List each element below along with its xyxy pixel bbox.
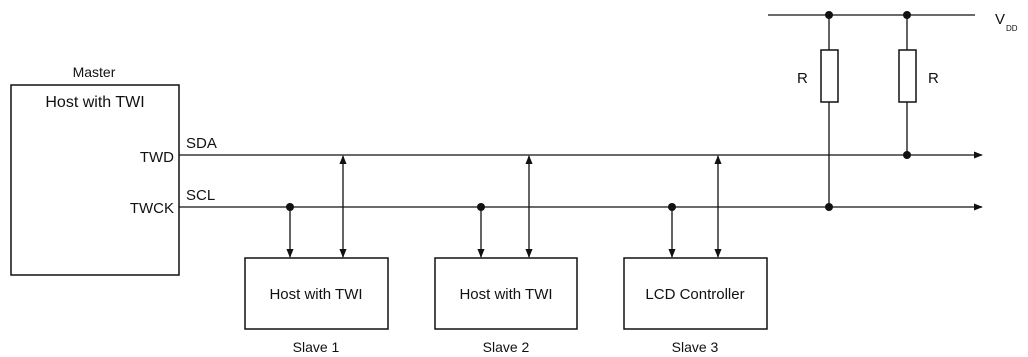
slave-1-box	[244, 257, 389, 330]
junction-scl-r1	[825, 203, 833, 211]
junction-scl-slave-1	[286, 203, 294, 211]
slave-3-caption: Slave 3	[672, 339, 719, 355]
junction-sda-r2	[903, 151, 911, 159]
resistor-2	[898, 49, 917, 103]
master-title: Host with TWI	[45, 94, 144, 111]
slave-3-box	[623, 257, 768, 330]
junction-vdd-r2	[903, 11, 911, 19]
junction-vdd-r1	[825, 11, 833, 19]
master-pin-twck: TWCK	[130, 200, 174, 217]
vdd-label-sub: DD	[1006, 24, 1018, 33]
master-box	[10, 84, 180, 276]
junction-scl-slave-2	[477, 203, 485, 211]
slave-1-title: Host with TWI	[269, 286, 362, 303]
junction-scl-slave-3	[668, 203, 676, 211]
vdd-label-main: V	[995, 11, 1005, 28]
resistor-2-label: R	[928, 70, 939, 87]
resistor-1	[820, 49, 839, 103]
slave-3-title: LCD Controller	[645, 286, 744, 303]
resistor-1-label: R	[797, 70, 808, 87]
slave-2-title: Host with TWI	[459, 286, 552, 303]
master-caption: Master	[73, 64, 116, 80]
master-pin-twd: TWD	[140, 149, 174, 166]
vdd-label: V	[995, 11, 1005, 28]
slave-2-caption: Slave 2	[483, 339, 530, 355]
slave-2-box	[434, 257, 578, 330]
slave-1-caption: Slave 1	[293, 339, 340, 355]
scl-label: SCL	[186, 187, 215, 204]
sda-label: SDA	[186, 135, 217, 152]
